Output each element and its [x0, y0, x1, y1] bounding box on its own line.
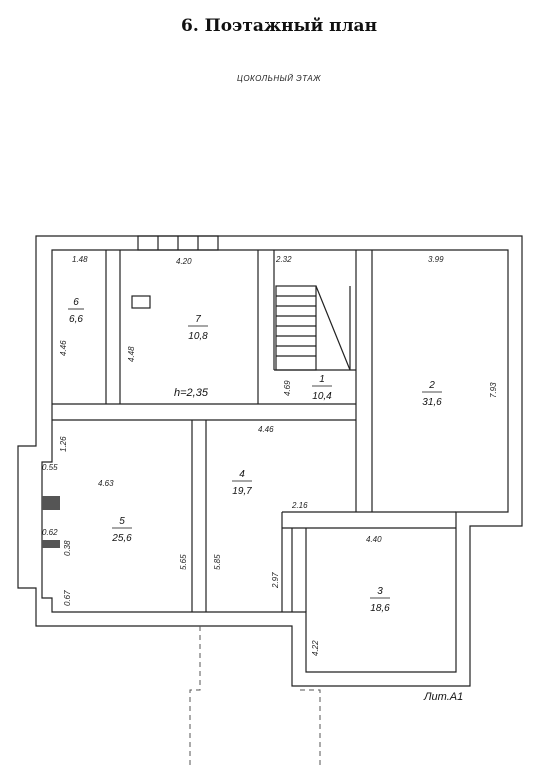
room-3-number: 3: [377, 586, 383, 597]
room-7-area: 10,8: [188, 331, 208, 342]
outer-wall: [17, 235, 523, 687]
room-6-number: 6: [73, 297, 79, 308]
dim-r4-width: 4.46: [258, 425, 274, 434]
staircase: [275, 285, 317, 371]
porch-outline: [189, 626, 321, 768]
dim-r7-width: 4.20: [176, 257, 192, 266]
floor-subtitle: цокольный этаж: [237, 74, 321, 83]
dim-left-a: 1.26: [59, 436, 68, 452]
room-1-area: 10,4: [312, 391, 332, 402]
dim-r3-height: 4.22: [311, 640, 320, 656]
dim-left-c: 0.62: [42, 528, 58, 537]
wall-mark-2: [42, 540, 60, 548]
inner-wall: [41, 249, 509, 673]
room-3-area: 18,6: [370, 603, 390, 614]
dim-r1-width: 2.32: [275, 255, 292, 264]
dim-left-d: 0.38: [63, 540, 72, 556]
dim-r6-width: 1.48: [72, 255, 88, 264]
dim-left-e: 0.67: [63, 590, 72, 606]
dim-r5-height: 5.65: [179, 554, 188, 570]
dim-r2-width: 3.99: [428, 255, 444, 264]
fixture-room-7: [131, 295, 151, 309]
dim-r7-height: 4.48: [127, 346, 136, 362]
room-2-area: 31,6: [422, 397, 442, 408]
room-2-number: 2: [428, 380, 435, 391]
dim-r4-height-2: 2.97: [271, 572, 280, 589]
room-6-area: 6,6: [69, 314, 83, 325]
dim-left-b: 0.55: [42, 463, 58, 472]
room-1-number: 1: [319, 374, 325, 385]
room-5-number: 5: [119, 516, 125, 527]
ceiling-height: h=2,35: [174, 387, 209, 399]
room-5-area: 25,6: [111, 533, 132, 544]
litera-label: Лит.А1: [423, 691, 463, 703]
dim-r2-height: 7.93: [489, 382, 498, 398]
dim-r4-width-2: 2.16: [291, 501, 308, 510]
page-title: 6. Поэтажный план: [180, 16, 378, 36]
dim-r4-height: 5.85: [213, 554, 222, 570]
dim-r5-width: 4.63: [98, 479, 114, 488]
room-4-number: 4: [239, 469, 245, 480]
dim-r3-width: 4.40: [366, 535, 382, 544]
wall-mark-1: [42, 496, 60, 510]
room-4-area: 19,7: [232, 486, 252, 497]
room-7-number: 7: [195, 314, 201, 325]
dim-r6-height: 4.46: [59, 340, 68, 356]
dim-r1-height: 4.69: [283, 380, 292, 396]
